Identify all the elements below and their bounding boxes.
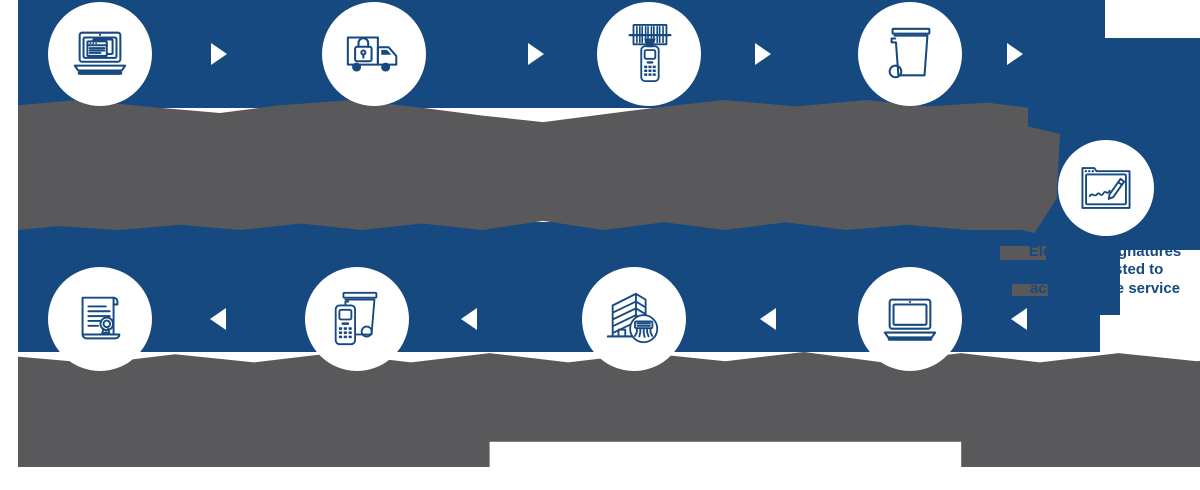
electronic-signature-icon xyxy=(1077,159,1135,217)
arrow-1 xyxy=(211,43,227,65)
process-band-row1-extension xyxy=(1105,38,1200,108)
node-container-scan[interactable] xyxy=(305,267,409,371)
barcode-scanner-icon xyxy=(618,23,680,85)
laptop-browser-window-icon xyxy=(69,23,131,85)
arrow-5 xyxy=(1011,308,1027,330)
certificate-of-destruction-icon xyxy=(69,288,131,350)
handheld-scanner-bin-icon xyxy=(326,288,388,350)
node-online-order[interactable] xyxy=(48,2,152,106)
shredding-facility-building-icon xyxy=(603,288,665,350)
background-cutout-top-right xyxy=(1105,0,1200,38)
redaction-block-row2-captions xyxy=(18,352,1200,467)
arrow-6 xyxy=(760,308,776,330)
arrow-3 xyxy=(755,43,771,65)
wheeled-bin-icon xyxy=(879,23,941,85)
redaction-block-signature-caption-1 xyxy=(1000,246,1046,260)
arrow-2 xyxy=(528,43,544,65)
redaction-block-row1-captions xyxy=(18,100,1028,230)
laptop-icon xyxy=(879,288,941,350)
node-electronic-signature[interactable] xyxy=(1058,140,1154,236)
redaction-block-signature-caption-2 xyxy=(1012,284,1048,296)
node-customer-portal[interactable] xyxy=(858,267,962,371)
secure-truck-padlock-icon xyxy=(343,23,405,85)
caption-line-3: acknowledge service xyxy=(1029,279,1181,297)
node-barcode-scan[interactable] xyxy=(597,2,701,106)
arrow-4 xyxy=(1007,43,1023,65)
node-certificate-of-destruction[interactable] xyxy=(48,267,152,371)
node-shredding-facility[interactable] xyxy=(582,267,686,371)
caption-electronic-signature: Electronic signatures are requested to a… xyxy=(1010,243,1200,298)
caption-line-1: Electronic signatures xyxy=(1028,243,1182,260)
node-secure-transport[interactable] xyxy=(322,2,426,106)
node-secure-container[interactable] xyxy=(858,2,962,106)
arrow-7 xyxy=(461,308,477,330)
redaction-block-signature-left xyxy=(975,118,1060,233)
arrow-8 xyxy=(210,308,226,330)
caption-line-2: are requested to xyxy=(1046,261,1164,279)
